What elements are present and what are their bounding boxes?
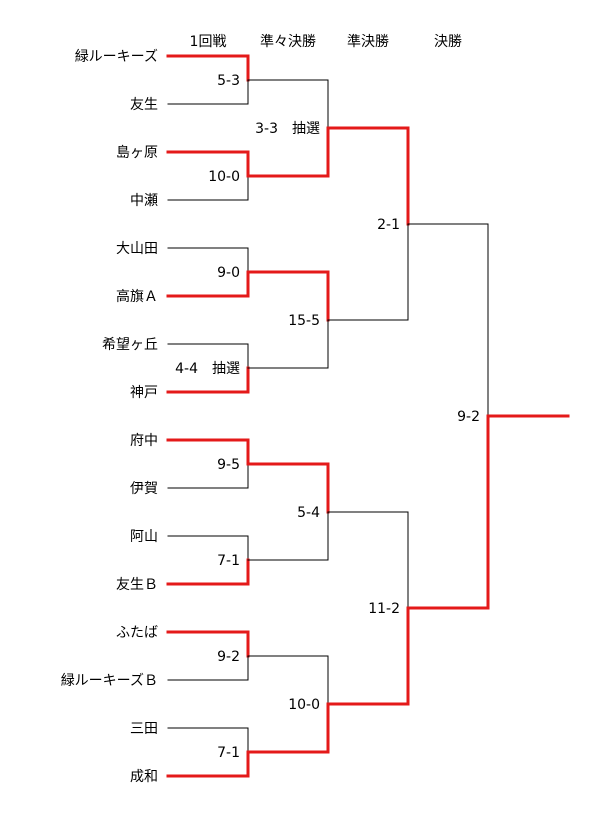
team-name: 友生Ｂ bbox=[116, 577, 158, 593]
team-name: 府中 bbox=[130, 433, 158, 449]
quarterfinal-match-score: 10-0 bbox=[288, 697, 320, 713]
round-header-4: 決勝 bbox=[434, 34, 462, 50]
team-name: 成和 bbox=[130, 769, 158, 785]
quarterfinal-match-score: 15-5 bbox=[288, 313, 320, 329]
team-name: 阿山 bbox=[130, 529, 158, 545]
final-match-score: 9-2 bbox=[457, 409, 480, 425]
team-name: 緑ルーキーズ bbox=[75, 49, 158, 65]
team-name: ふたば bbox=[116, 625, 158, 641]
team-name: 大山田 bbox=[116, 241, 158, 257]
round1-match-score: 9-5 bbox=[217, 457, 240, 473]
team-name: 高旗Ａ bbox=[116, 288, 158, 305]
quarterfinal-match-score: 3-3 抽選 bbox=[255, 121, 320, 137]
bracket-lines bbox=[166, 54, 570, 778]
score-labels: 5-3 10-0 9-0 4-4 抽選 9-5 7-1 9-2 7-1 3-3 抽選 15-5 5-… bbox=[175, 73, 480, 761]
round1-match-score: 9-2 bbox=[217, 649, 240, 665]
round-header-3: 準決勝 bbox=[347, 34, 389, 50]
round-headers: 1回戦 準々決勝 準決勝 決勝 bbox=[190, 34, 462, 50]
round1-match-score: 10-0 bbox=[208, 169, 240, 185]
team-name: 緑ルーキーズＢ bbox=[61, 673, 158, 689]
semifinal-match-score: 2-1 bbox=[377, 217, 400, 233]
round-header-2: 準々決勝 bbox=[260, 34, 316, 50]
round1-match-score: 4-4 抽選 bbox=[175, 361, 240, 377]
team-name: 神戸 bbox=[130, 385, 158, 401]
round-header-1: 1回戦 bbox=[190, 34, 227, 50]
team-name: 友生 bbox=[130, 97, 158, 113]
team-name: 伊賀 bbox=[130, 481, 158, 497]
team-name: 島ヶ原 bbox=[116, 145, 158, 161]
semifinal-match-score: 11-2 bbox=[368, 601, 400, 617]
round1-match-score: 5-3 bbox=[217, 73, 240, 89]
team-name: 中瀬 bbox=[130, 193, 158, 209]
team-name: 希望ヶ丘 bbox=[102, 337, 158, 353]
round1-match-score: 7-1 bbox=[217, 745, 240, 761]
round1-match-score: 9-0 bbox=[217, 265, 240, 281]
round1-match-score: 7-1 bbox=[217, 553, 240, 569]
quarterfinal-match-score: 5-4 bbox=[297, 505, 320, 521]
team-name: 三田 bbox=[130, 721, 158, 737]
